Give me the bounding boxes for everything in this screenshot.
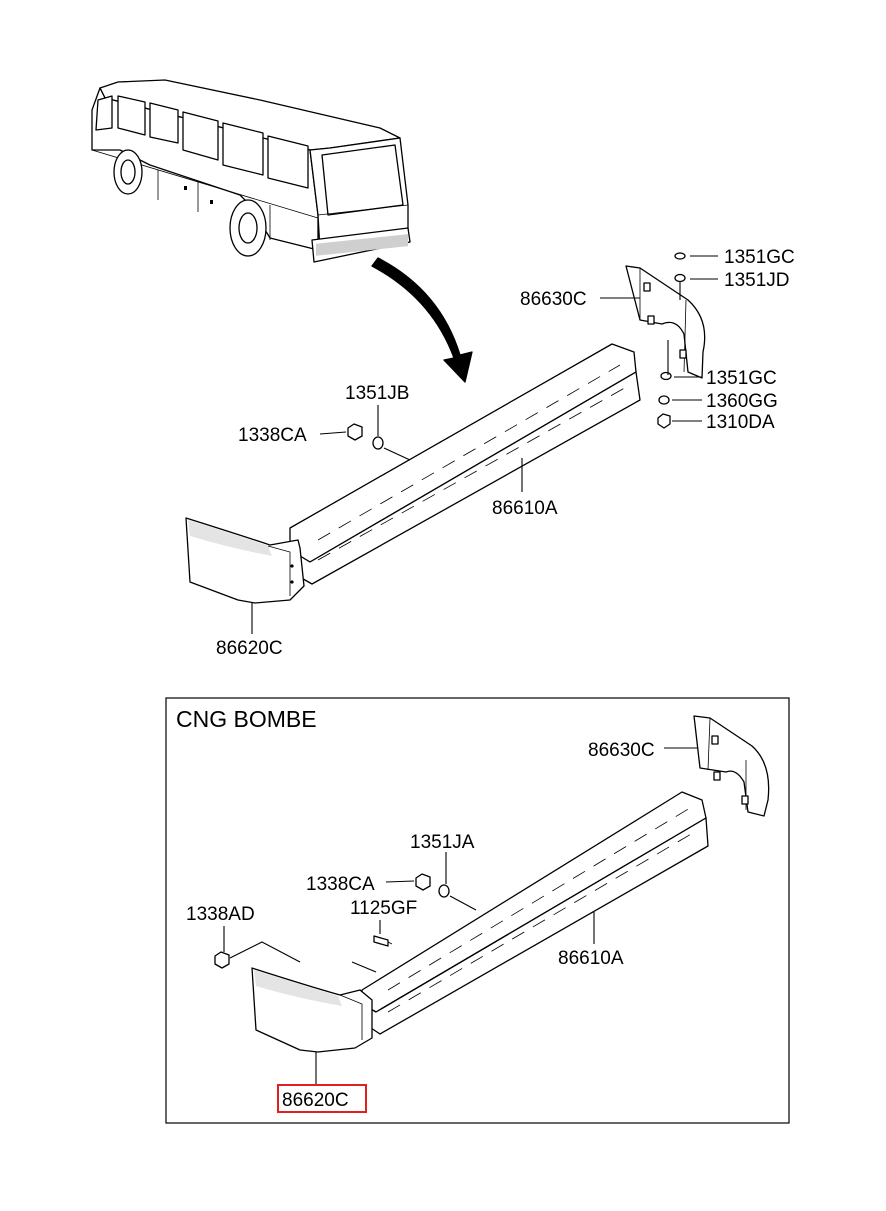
label-1351GC-bottom: 1351GC [706, 368, 777, 389]
label-1351JB: 1351JB [345, 383, 409, 404]
hardware-upper [347, 252, 686, 450]
inset-cng-bombe: CNG BOMBE [165, 697, 790, 1124]
label-1338CA-inset: 1338CA [306, 874, 375, 895]
end-cap-86620C-upper [185, 517, 305, 604]
hardware-inset [214, 873, 450, 969]
label-86630C-upper: 86630C [520, 289, 587, 310]
highlight-box [277, 1084, 367, 1113]
label-1338AD: 1338AD [186, 904, 255, 925]
label-86620C-inset-highlighted[interactable]: 86620C [282, 1090, 349, 1111]
label-86610A-inset: 86610A [558, 948, 624, 969]
label-1351JA: 1351JA [410, 832, 475, 853]
label-1351JD: 1351JD [724, 270, 790, 291]
label-1351GC-top: 1351GC [724, 247, 795, 268]
bracket-86630C-inset [693, 715, 770, 817]
label-86620C-upper: 86620C [216, 638, 283, 659]
label-1310DA: 1310DA [706, 412, 775, 433]
label-1360GG: 1360GG [706, 391, 778, 412]
end-cap-86620C-inset [251, 967, 373, 1053]
label-1338CA-upper: 1338CA [238, 425, 307, 446]
inset-title: CNG BOMBE [176, 706, 317, 732]
beam-86610A-upper [289, 343, 641, 585]
upper-assembly: 1351GC 1351JD 86630C 1351GC 1360GG 1310D… [185, 247, 795, 659]
label-1125GF: 1125GF [350, 898, 417, 919]
beam-86610A-inset [361, 791, 709, 1035]
bus-illustration [91, 79, 473, 383]
label-86630C-inset: 86630C [588, 740, 655, 761]
label-86610A-upper: 86610A [492, 498, 558, 519]
bracket-86630C-upper [625, 265, 706, 379]
